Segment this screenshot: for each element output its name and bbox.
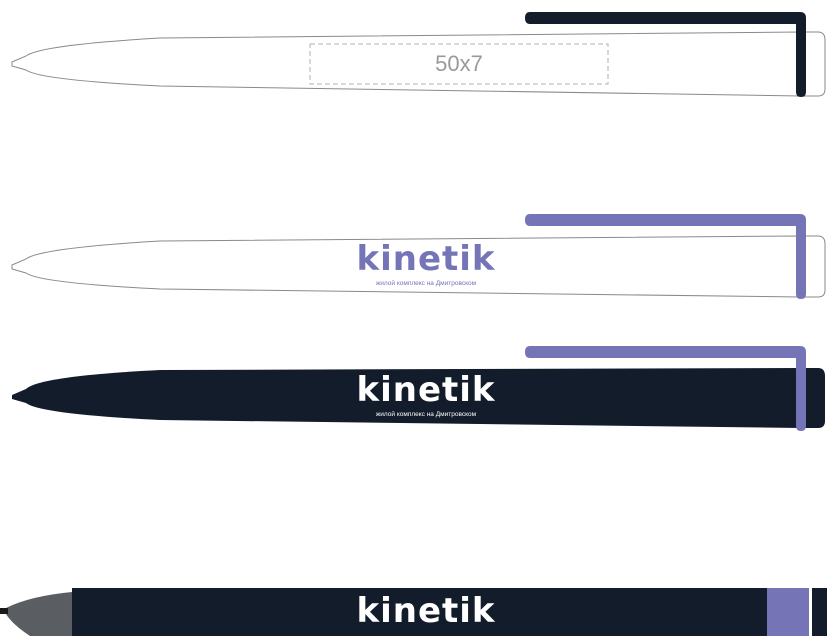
brand-tagline: жилой комплекс на Дмитровском <box>375 280 477 287</box>
brand-tagline: жилой комплекс на Дмитровском <box>375 411 477 418</box>
print-area-size-label: 50x7 <box>435 51 483 76</box>
pen-body <box>72 588 767 636</box>
pen-tip-point <box>0 608 8 614</box>
pen-body <box>12 368 800 428</box>
pen-push-button <box>800 368 825 428</box>
pen-tip-cone <box>0 592 72 636</box>
pen-clip-accent <box>767 588 809 636</box>
pen-dark-side-view <box>0 588 827 636</box>
pen-white-dark-clip <box>11 12 826 97</box>
pen-clip <box>525 214 806 299</box>
pen-push-button <box>800 31 826 97</box>
pen-clip <box>525 12 806 97</box>
brand-logo-text: kinetik <box>356 239 496 279</box>
pen-dark-violet-clip <box>12 346 825 431</box>
brand-logo-text: kinetik <box>356 591 496 631</box>
pen-white-violet-clip <box>11 214 826 299</box>
print-area-frame <box>309 43 609 85</box>
pen-clip <box>525 346 806 431</box>
pen-push-button <box>800 235 826 298</box>
brand-logo-text: kinetik <box>356 370 496 410</box>
pen-push-button <box>812 588 827 636</box>
